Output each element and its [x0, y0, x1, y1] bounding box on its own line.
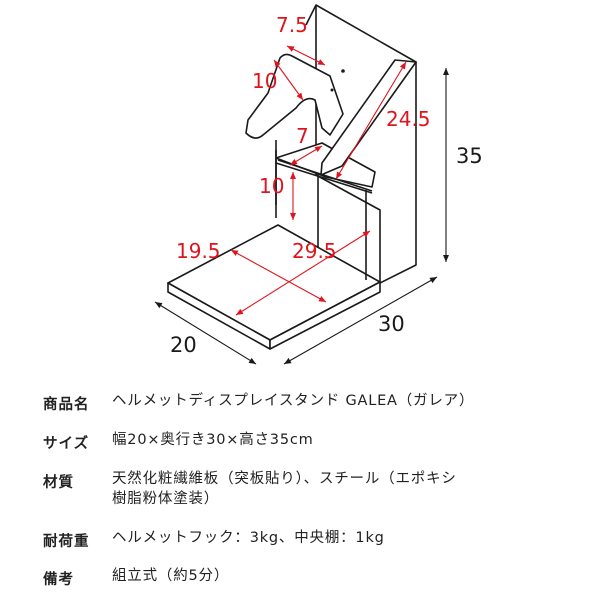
spec-value-line2: 樹脂粉体塗装）	[112, 491, 220, 507]
spec-label: サイズ	[43, 436, 90, 452]
spec-label: 商品名	[43, 397, 90, 413]
red-dimensions	[230, 45, 407, 316]
dim-height: 35	[456, 144, 483, 168]
spec-value: ヘルメットフック：3kg、中央棚：1kg	[112, 530, 385, 546]
spec-value: 組立式（約5分）	[112, 568, 230, 584]
black-dimensions	[154, 68, 449, 365]
spec-value: 天然化粧繊維板（突板貼り）、スチール（エポキシ 樹脂粉体塗装）	[112, 469, 572, 509]
spec-value-line1: 天然化粧繊維板（突板貼り）、スチール（エポキシ	[112, 471, 457, 487]
spec-label: 耐荷重	[43, 534, 90, 550]
dimension-diagram: 7.5 10 24.5 7 10 19.5 29.5 35 20 30	[154, 4, 483, 365]
dim-back-panel: 24.5	[386, 107, 431, 131]
dim-hook-length: 7.5	[276, 13, 308, 37]
dim-width: 20	[170, 333, 197, 357]
stand-drawing	[167, 4, 417, 350]
dim-shelf-depth: 7	[296, 124, 309, 148]
dim-base-depth: 29.5	[292, 239, 337, 263]
spec-value: 幅20×奥行き30×高さ35cm	[112, 432, 314, 448]
spec-label: 備考	[43, 572, 74, 588]
spec-value: ヘルメットディスプレイスタンド GALEA（ガレア）	[112, 393, 475, 409]
dim-hook-height: 10	[252, 69, 277, 93]
dim-shelf-height: 10	[259, 174, 284, 198]
spec-label: 材質	[43, 475, 74, 491]
dim-depth: 30	[378, 312, 405, 336]
dim-base-width: 19.5	[176, 239, 221, 263]
